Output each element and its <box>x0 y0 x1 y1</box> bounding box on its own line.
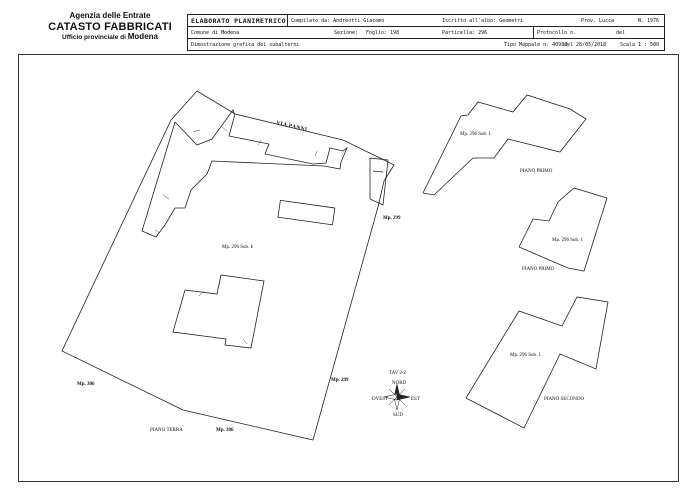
title-block: ELABORATO PLANIMETRICO Compilato da: And… <box>187 14 665 51</box>
map-date: del 28/05/2018 <box>564 42 607 48</box>
surveyor-name: Compilato da: Andreotti Giacomo <box>291 18 385 24</box>
second-floor-label: PIANO SECONDO <box>544 397 585 402</box>
registry-name: CATASTO FABBRICATI <box>48 20 172 33</box>
drawing-description: Dimostrazione grafica dei subalterni <box>191 42 300 48</box>
description-row: Dimostrazione grafica dei subalterni Tip… <box>188 39 664 51</box>
second-floor-building <box>465 296 609 429</box>
ground-floor-courtyard-block <box>172 274 265 349</box>
municipality: Comune di Modena <box>191 30 240 36</box>
sheet-number: Foglio: 198 <box>366 30 400 36</box>
title-row: ELABORATO PLANIMETRICO Compilato da: And… <box>188 15 664 27</box>
section: Sezione: <box>334 30 359 36</box>
sub-first-floor-a: Mp. 296 Sub. 1 <box>460 132 491 137</box>
table-number: TAV 2-2 <box>389 371 407 376</box>
adjacent-parcel-299-top: Mp. 299 <box>383 216 401 221</box>
ground-floor-label: PIANO TERRA <box>150 428 183 433</box>
first-floor-building-a <box>422 94 587 196</box>
first-floor-building-b <box>518 187 608 272</box>
first-floor-label-a: PIANO PRIMO <box>520 169 553 174</box>
compass-south: SUD <box>393 413 403 418</box>
corner-element <box>369 157 389 206</box>
compass-rose-icon <box>383 383 411 411</box>
province: Prov. Lucca <box>581 18 615 24</box>
compass-north: NORD <box>392 381 407 386</box>
office-name: Ufficio provinciale di Modena <box>62 31 158 41</box>
compass-west: OVEST <box>372 397 388 402</box>
adjacent-parcel-306-bottom: Mp. 306 <box>216 428 234 433</box>
register-number: N. 1976 <box>638 18 660 24</box>
sub-second-floor: Mp. 296 Sub. 1 <box>510 353 541 358</box>
compass-east: EST <box>411 397 420 402</box>
lot-boundary <box>61 90 395 441</box>
sub-first-floor-b: Mp. 296 Sub. 1 <box>552 238 583 243</box>
street-name: VIA PANNI <box>276 120 308 133</box>
register-type: Iscritto all'albo: Geometri <box>442 18 524 24</box>
adjacent-parcel-306-left: Mp. 306 <box>77 382 95 387</box>
drawing-frame <box>18 54 679 482</box>
location-row: Comune di Modena Sezione: Foglio: 198 Pa… <box>188 27 664 39</box>
document-title: ELABORATO PLANIMETRICO <box>191 17 286 25</box>
scale: Scala 1 : 500 <box>620 42 660 48</box>
adjacent-parcel-299-bottom: Mp. 299 <box>331 378 349 383</box>
sub-main-label: Mp. 296 Sub. 1 <box>222 245 253 250</box>
ground-floor-building <box>141 109 348 238</box>
first-floor-label-b: PIANO PRIMO <box>522 267 555 272</box>
ground-floor-rectangle <box>277 199 336 226</box>
parcel-number: Particella: 296 <box>442 30 488 36</box>
protocol-date: del <box>616 30 626 36</box>
map-type-number: Tipo Mappale n. 40982 <box>504 42 568 48</box>
agency-name: Agenzia delle Entrate <box>69 11 151 20</box>
cadastre-logo: Agenzia delle Entrate CATASTO FABBRICATI… <box>40 11 180 42</box>
protocol-number: Protocollo n. <box>537 30 577 36</box>
